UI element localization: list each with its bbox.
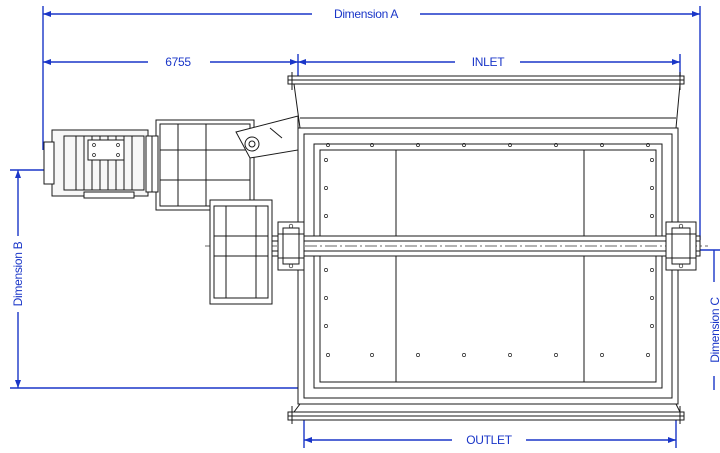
valve-body — [287, 72, 685, 424]
right-bearing — [665, 221, 697, 271]
bolt-holes — [324, 143, 654, 357]
offset-dimension-label: 6755 — [165, 55, 191, 69]
dimension-a-label: Dimension A — [334, 7, 398, 21]
offset-dimension-line — [43, 59, 298, 65]
gearbox — [155, 115, 299, 305]
outlet-dimension-line — [303, 418, 677, 448]
outlet-dimension-label: OUTLET — [466, 433, 513, 447]
inlet-dimension-line — [297, 54, 681, 82]
dimension-a-line — [42, 6, 701, 240]
dimension-c-label: Dimension C — [708, 297, 720, 363]
dimension-b-line — [10, 169, 300, 389]
left-bearing — [277, 221, 305, 271]
dimension-b-label: Dimension B — [11, 241, 25, 306]
motor — [43, 129, 159, 199]
inlet-dimension-label: INLET — [472, 55, 505, 69]
